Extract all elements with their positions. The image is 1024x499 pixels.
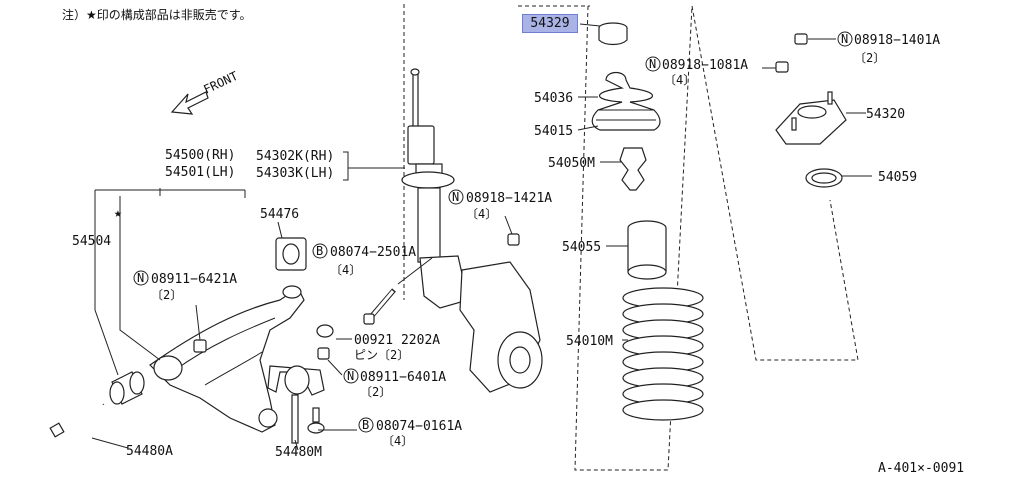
part-54059-label[interactable]: 54059 bbox=[878, 170, 917, 185]
b-prefix: B bbox=[362, 418, 369, 432]
part-54010m-label[interactable]: 54010M bbox=[566, 334, 613, 349]
part-54329-highlight[interactable]: 54329 bbox=[522, 14, 578, 33]
part-number-text: 08074−2501A bbox=[330, 245, 416, 260]
mount-frame-line bbox=[691, 5, 859, 361]
part-08911-6401a-label[interactable]: N 08911−6401A 〔2〕 bbox=[343, 368, 446, 399]
part-number-text: 08918−1081A bbox=[662, 58, 748, 73]
quantity-text: 〔2〕 bbox=[360, 385, 391, 399]
part-number-text: 00921 2202A bbox=[354, 333, 440, 348]
quantity-text: 〔4〕 bbox=[664, 73, 695, 87]
bolt-08074-2501a-illustration bbox=[363, 288, 396, 325]
part-number-text: 08911−6401A bbox=[360, 370, 446, 385]
part-54480m-label[interactable]: 54480M bbox=[275, 445, 322, 460]
nut-08918-1401a-illustration bbox=[794, 33, 808, 45]
part-54504-label[interactable]: 54504 bbox=[72, 234, 111, 249]
part-54302k-label[interactable]: 54302K(RH) bbox=[256, 149, 334, 164]
nut-08918-1081a-illustration bbox=[775, 61, 789, 73]
diagram-code: A-401×-0091 bbox=[878, 461, 965, 476]
quantity-text: 〔2〕 bbox=[854, 51, 885, 65]
part-54480a-label[interactable]: 54480A bbox=[126, 444, 173, 459]
coil-spring-54010m-illustration bbox=[622, 287, 704, 421]
part-sub-text: ピン〔2〕 bbox=[354, 348, 409, 362]
star-marker: ★ bbox=[114, 206, 122, 221]
part-08918-1421a-label[interactable]: N 08918−1421A 〔4〕 bbox=[448, 189, 552, 221]
leader-lines bbox=[91, 23, 872, 451]
part-00921-label[interactable]: 00921 2202A ピン〔2〕 bbox=[354, 333, 440, 362]
dust-boot-54036-illustration bbox=[591, 71, 661, 131]
part-54055-label[interactable]: 54055 bbox=[562, 240, 601, 255]
part-54036-label[interactable]: 54036 bbox=[534, 91, 573, 106]
mount-54320-illustration bbox=[775, 91, 847, 145]
n-prefix: N bbox=[649, 57, 656, 71]
part-08918-1081a-label[interactable]: N 08918−1081A 〔4〕 bbox=[645, 56, 748, 87]
bump-cap-54329-illustration bbox=[598, 22, 628, 46]
bolt-54480a-illustration bbox=[49, 403, 105, 438]
quantity-text: 〔4〕 bbox=[466, 207, 497, 221]
part-08911-6421a-label[interactable]: N 08911−6421A 〔2〕 bbox=[133, 270, 237, 302]
front-arrow: FRONT bbox=[170, 69, 240, 115]
pin-00921-illustration bbox=[316, 324, 334, 338]
nut-08911-6401a-illustration bbox=[317, 347, 330, 360]
part-54320-label[interactable]: 54320 bbox=[866, 107, 905, 122]
bumper-54055-illustration bbox=[627, 220, 667, 280]
front-label: FRONT bbox=[201, 69, 240, 97]
part-number-text: 08911−6421A bbox=[151, 272, 237, 287]
b-prefix: B bbox=[316, 244, 323, 258]
part-number-text: 08918−1401A bbox=[854, 33, 940, 48]
nut-08918-1421a-illustration bbox=[507, 233, 520, 246]
part-54050m-label[interactable]: 54050M bbox=[548, 156, 595, 171]
part-number-text: 08074−0161A bbox=[376, 419, 462, 434]
part-54015-label[interactable]: 54015 bbox=[534, 124, 573, 139]
part-54500-label[interactable]: 54500(RH) bbox=[165, 148, 235, 163]
bolt-08074-0161a-illustration bbox=[307, 407, 325, 434]
quantity-text: 〔4〕 bbox=[382, 434, 413, 448]
n-prefix: N bbox=[137, 271, 144, 285]
quantity-text: 〔4〕 bbox=[330, 263, 361, 277]
part-number-text: 08918−1421A bbox=[466, 191, 552, 206]
bumper-54050m-illustration bbox=[619, 147, 647, 191]
part-08918-1401a-label[interactable]: N 08918−1401A 〔2〕 bbox=[837, 31, 940, 65]
part-54501-label[interactable]: 54501(LH) bbox=[165, 165, 235, 180]
footnote-text: 注）★印の構成部品は非販売です。 bbox=[62, 8, 252, 22]
part-54476-label[interactable]: 54476 bbox=[260, 207, 299, 222]
quantity-text: 〔2〕 bbox=[151, 288, 182, 302]
part-54303k-label[interactable]: 54303K(LH) bbox=[256, 166, 334, 181]
insulator-54059-illustration bbox=[805, 168, 843, 188]
part-08074-0161a-label[interactable]: B 08074−0161A 〔4〕 bbox=[358, 417, 462, 448]
knuckle-illustration bbox=[459, 261, 543, 393]
strut-illustration bbox=[401, 68, 469, 309]
coil-frame-line bbox=[518, 5, 693, 471]
n-prefix: N bbox=[452, 190, 459, 204]
n-prefix: N bbox=[347, 369, 354, 383]
bushing-54504-illustration bbox=[109, 371, 145, 405]
bracket-54480m-illustration bbox=[267, 365, 325, 444]
bushing-54476-illustration bbox=[275, 237, 307, 271]
nut-08911-6421a-illustration bbox=[193, 339, 207, 353]
n-prefix: N bbox=[841, 32, 848, 46]
part-08074-2501a-label[interactable]: B 08074−2501A 〔4〕 bbox=[312, 243, 416, 277]
lower-arm-illustration bbox=[149, 285, 305, 433]
